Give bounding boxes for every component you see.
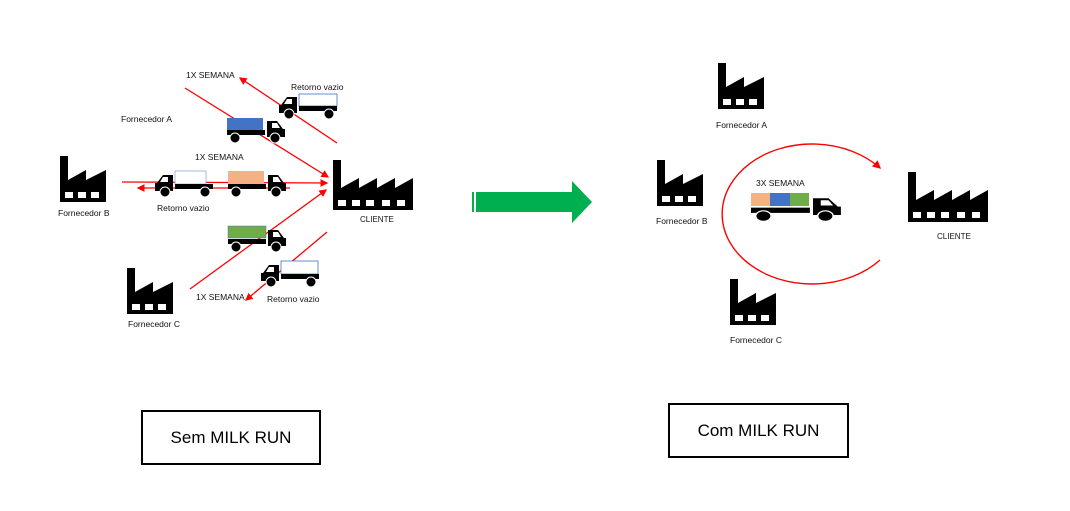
client-label: CLIENTE xyxy=(360,215,394,224)
caption-com-milk-run: Com MILK RUN xyxy=(668,403,849,458)
supplier-b-label: Fornecedor B xyxy=(58,208,110,218)
milk-supplier-c-label: Fornecedor C xyxy=(730,335,782,345)
truck-c-empty xyxy=(260,260,320,288)
milk-client-label: CLIENTE xyxy=(937,232,971,241)
milk-supplier-b-factory-icon xyxy=(657,160,703,206)
return-b-label: Retorno vazio xyxy=(157,203,210,213)
milk-run-truck xyxy=(750,193,842,223)
cargo-green xyxy=(790,193,809,206)
cargo-orange xyxy=(228,171,264,184)
cargo-empty xyxy=(280,260,319,275)
milk-supplier-a-factory-icon xyxy=(718,63,764,109)
transition-arrow-icon xyxy=(472,181,592,223)
milk-supplier-a-label: Fornecedor A xyxy=(716,120,767,130)
return-a-label: Retorno vazio xyxy=(291,82,344,92)
milk-freq-label: 3X SEMANA xyxy=(756,178,805,188)
supplier-a-label: Fornecedor A xyxy=(121,114,172,124)
truck-b-loaded xyxy=(227,171,287,198)
milk-client-factory-icon xyxy=(908,172,988,222)
cargo-empty xyxy=(298,93,338,107)
cargo-orange xyxy=(751,193,770,206)
cargo-blue xyxy=(227,118,263,130)
truck-a-loaded xyxy=(226,118,286,144)
supplier-b-factory-icon xyxy=(60,156,106,202)
truck-a-empty xyxy=(278,93,338,120)
route-b-outbound xyxy=(121,179,329,187)
caption-sem-milk-run: Sem MILK RUN xyxy=(141,410,321,465)
cargo-blue xyxy=(770,193,790,206)
supplier-c-factory-icon xyxy=(127,268,173,314)
truck-b-empty xyxy=(154,170,214,198)
return-c-label: Retorno vazio xyxy=(267,294,320,304)
freq-c-label: 1X SEMANA xyxy=(196,292,245,302)
truck-c-loaded xyxy=(227,225,287,253)
cargo-green xyxy=(227,225,267,239)
milk-supplier-c-factory-icon xyxy=(730,279,776,325)
milk-supplier-b-label: Fornecedor B xyxy=(656,216,708,226)
supplier-c-label: Fornecedor C xyxy=(128,319,180,329)
cargo-empty xyxy=(174,170,207,185)
client-factory-icon xyxy=(333,160,413,210)
milk-run-loop xyxy=(721,143,882,285)
freq-b-label: 1X SEMANA xyxy=(195,152,244,162)
freq-a-label: 1X SEMANA xyxy=(186,70,235,80)
